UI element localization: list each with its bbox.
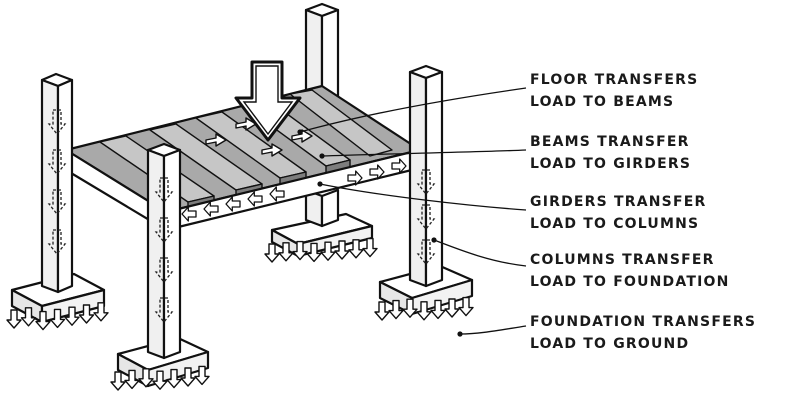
- ground-arrow: [35, 310, 51, 331]
- girder-load-arrow: [181, 206, 197, 222]
- ground-arrow: [278, 242, 294, 262]
- ground-arrow: [292, 240, 308, 261]
- column-load-arrow: [154, 177, 174, 204]
- girder-load-arrow: [269, 186, 285, 202]
- ground-arrow: [458, 296, 474, 317]
- girder-load-arrow: [369, 164, 385, 180]
- label-columns-line2: LOAD TO FOUNDATION: [530, 274, 730, 290]
- ground-arrow: [348, 239, 364, 259]
- label-columns-line1: COLUMNS TRANSFER: [530, 252, 715, 268]
- girder-load-arrow: [247, 191, 263, 207]
- ground-arrow: [93, 302, 109, 322]
- ground-arrows-back: [264, 237, 378, 263]
- ground-arrow: [388, 299, 404, 320]
- leader-dots: [297, 129, 463, 337]
- leader-lines: [299, 87, 527, 335]
- column-right-arrows: [416, 169, 436, 266]
- column-left-arrows: [47, 109, 67, 256]
- ground-arrow: [6, 309, 22, 329]
- ground-arrow: [20, 307, 37, 327]
- label-beams-line2: LOAD TO GIRDERS: [530, 156, 691, 172]
- ground-arrow: [124, 369, 140, 390]
- ground-arrow: [444, 298, 460, 318]
- ground-arrows-left: [6, 302, 109, 331]
- ground-arrows-right: [374, 296, 474, 321]
- girder-load-arrow: [225, 196, 241, 212]
- label-girders-line1: GIRDERS TRANSFER: [530, 194, 706, 210]
- girder-load-arrow: [347, 170, 363, 186]
- column-load-arrow: [47, 109, 67, 136]
- column-load-arrow: [416, 204, 436, 231]
- ground-arrow: [78, 304, 95, 324]
- ground-arrow: [180, 367, 196, 387]
- footing-back: [264, 212, 378, 263]
- ground-arrows-front: [110, 365, 210, 391]
- ground-arrow: [194, 365, 210, 386]
- ground-arrow: [402, 298, 418, 318]
- floor-load-arrow: [234, 60, 302, 142]
- ground-arrow: [264, 243, 280, 263]
- column-left: [40, 72, 74, 294]
- label-foundation-line1: FOUNDATION TRANSFERS: [530, 314, 756, 330]
- ground-arrow: [320, 241, 336, 261]
- ground-arrow: [64, 306, 80, 326]
- column-load-arrow: [47, 189, 67, 216]
- column-front: [146, 142, 182, 360]
- column-load-arrow: [154, 257, 174, 284]
- label-floor-line2: LOAD TO BEAMS: [530, 94, 674, 110]
- column-back-lower: [304, 188, 340, 228]
- column-right: [408, 64, 444, 288]
- label-beams-line1: BEAMS TRANSFER: [530, 134, 690, 150]
- ground-arrow: [416, 301, 432, 321]
- column-load-arrow: [47, 229, 67, 256]
- ground-arrow: [166, 368, 182, 389]
- footing-right: [374, 264, 474, 321]
- ground-arrow: [430, 299, 446, 320]
- ground-arrow: [110, 371, 126, 391]
- column-load-arrow: [154, 217, 174, 244]
- ground-arrow: [152, 370, 168, 390]
- ground-arrow: [49, 308, 66, 329]
- column-load-arrow: [416, 169, 436, 196]
- footing-left: [6, 272, 109, 331]
- column-load-arrow: [154, 297, 174, 324]
- ground-arrow: [306, 242, 322, 263]
- callout-labels: FLOOR TRANSFERS LOAD TO BEAMS BEAMS TRAN…: [530, 72, 756, 352]
- girder-load-arrow: [391, 158, 407, 174]
- ground-arrow: [362, 237, 378, 258]
- column-front-arrows: [154, 177, 174, 324]
- label-floor-line1: FLOOR TRANSFERS: [530, 72, 698, 88]
- ground-arrow: [374, 301, 390, 321]
- ground-arrow: [138, 368, 154, 388]
- label-girders-line2: LOAD TO COLUMNS: [530, 216, 699, 232]
- ground-arrow: [334, 240, 350, 260]
- label-foundation-line2: LOAD TO GROUND: [530, 336, 689, 352]
- column-load-arrow: [47, 149, 67, 176]
- column-load-arrow: [416, 239, 436, 266]
- girder-load-arrow: [203, 201, 219, 217]
